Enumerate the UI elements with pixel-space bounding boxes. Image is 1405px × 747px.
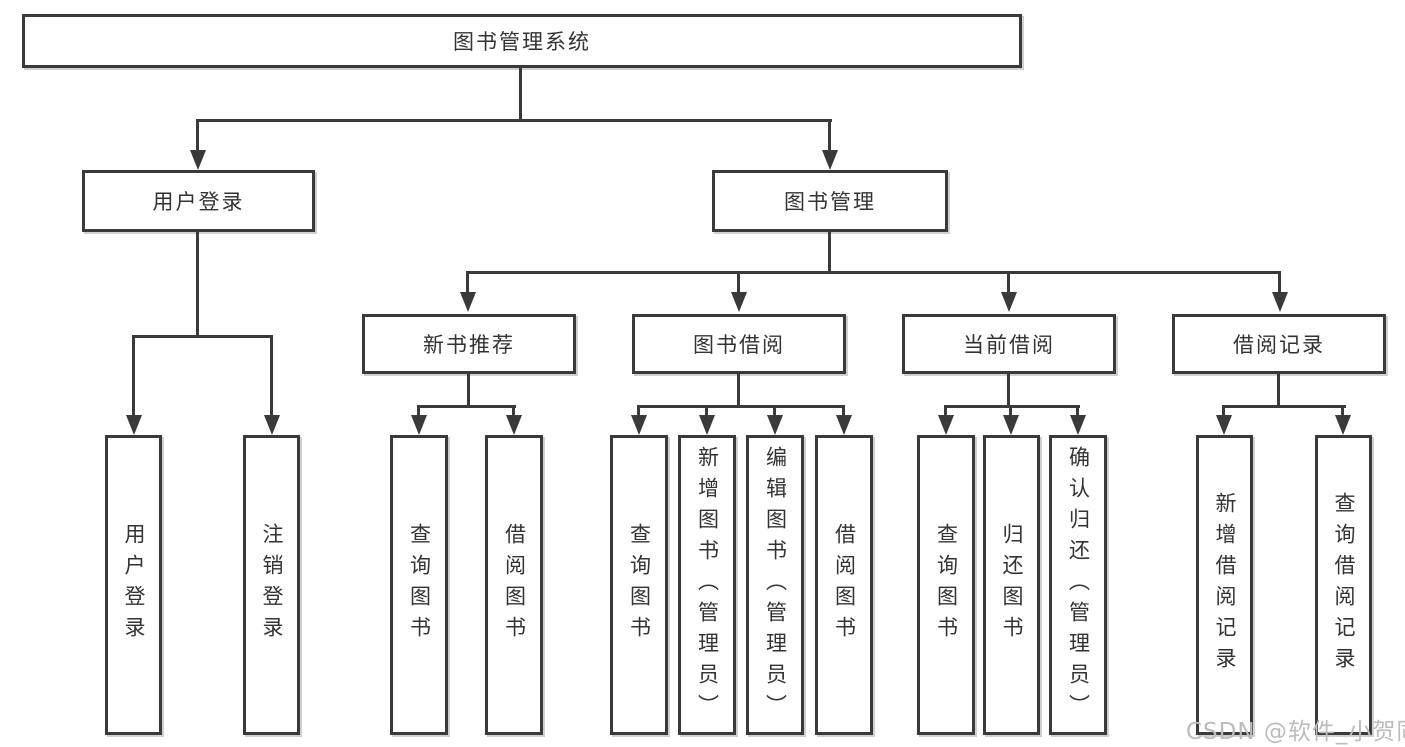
arrowhead-down-icon [264,415,280,435]
leaf-add-book-admin: 新增图书（管理员） [678,435,736,735]
connector-line [512,405,515,419]
connector-line [1278,271,1281,294]
leaf-label: 新增借阅记录 [1213,492,1238,678]
leaf-logout: 注销登录 [243,435,300,735]
arrowhead-down-icon [460,292,476,312]
leaf-borrow-books: 借阅图书 [815,435,873,735]
connector-line [637,405,640,419]
arrowhead-down-icon [836,415,852,435]
arrowhead-down-icon [506,415,522,435]
leaf-label: 用户登录 [122,523,147,647]
leaf-query-books-recommend: 查询图书 [390,435,448,735]
arrowhead-down-icon [767,415,783,435]
connector-line [417,405,420,419]
arrowhead-down-icon [1003,415,1019,435]
leaf-return-books: 归还图书 [983,435,1040,735]
connector-line [637,405,845,408]
connector-line [1222,405,1346,408]
node-current-borrow: 当前借阅 [902,314,1116,374]
connector-line [842,405,845,419]
leaf-query-books-borrow: 查询图书 [610,435,668,735]
connector-line [417,405,516,408]
connector-line [132,335,135,417]
node-user-login: 用户登录 [82,170,315,232]
connector-line [773,405,776,419]
arrowhead-down-icon [938,415,954,435]
connector-line [737,271,740,294]
leaf-edit-book-admin: 编辑图书（管理员） [746,435,804,735]
connector-line [1007,374,1010,407]
arrowhead-down-icon [1001,292,1017,312]
connector-line [828,232,831,273]
arrowhead-down-icon [1216,415,1232,435]
connector-line [1341,405,1344,419]
arrowhead-down-icon [1070,415,1086,435]
arrowhead-down-icon [631,415,647,435]
connector-line [705,405,708,419]
leaf-user-login: 用户登录 [105,435,162,735]
watermark: CSDN @软件_小贺同学 [1186,719,1405,745]
leaf-label: 注销登录 [260,523,285,647]
connector-line [944,405,947,419]
leaf-label: 新增图书（管理员） [695,445,720,725]
leaf-borrow-books-recommend: 借阅图书 [485,435,543,735]
connector-line [1277,374,1280,407]
arrowhead-down-icon [1335,415,1351,435]
node-book-management: 图书管理 [712,170,948,232]
connector-line [1076,405,1079,419]
leaf-label: 查询图书 [627,523,652,647]
leaf-query-borrow-record: 查询借阅记录 [1315,435,1372,735]
connector-line [1007,271,1010,294]
connector-line [944,405,1080,408]
leaf-query-books-current: 查询图书 [917,435,975,735]
connector-line [466,271,469,294]
leaf-confirm-return-admin: 确认归还（管理员） [1049,435,1107,735]
node-library-system: 图书管理系统 [22,14,1022,68]
leaf-label: 借阅图书 [502,523,527,647]
arrowhead-down-icon [699,415,715,435]
arrowhead-down-icon [731,292,747,312]
arrowhead-down-icon [190,150,206,170]
leaf-label: 借阅图书 [832,523,857,647]
connector-line [467,374,470,407]
leaf-label: 归还图书 [1000,523,1025,647]
node-new-book-recommend: 新书推荐 [362,314,576,374]
node-borrow-records: 借阅记录 [1172,314,1386,374]
connector-line [466,271,1281,274]
arrowhead-down-icon [1272,292,1288,312]
leaf-label: 编辑图书（管理员） [763,445,788,725]
leaf-label: 确认归还（管理员） [1066,445,1091,725]
connector-line [132,335,273,338]
connector-line [196,119,199,153]
leaf-add-borrow-record: 新增借阅记录 [1196,435,1253,735]
connector-line [196,119,832,122]
leaf-label: 查询图书 [407,523,432,647]
connector-line [737,374,740,407]
connector-line [828,119,831,153]
arrowhead-down-icon [822,150,838,170]
connector-line [196,232,199,336]
connector-line [1009,405,1012,419]
connector-line [519,68,522,120]
leaf-label: 查询借阅记录 [1332,492,1357,678]
node-book-borrow: 图书借阅 [632,314,846,374]
leaf-label: 查询图书 [934,523,959,647]
connector-line [270,335,273,417]
arrowhead-down-icon [411,415,427,435]
connector-line [1222,405,1225,419]
arrowhead-down-icon [126,415,142,435]
